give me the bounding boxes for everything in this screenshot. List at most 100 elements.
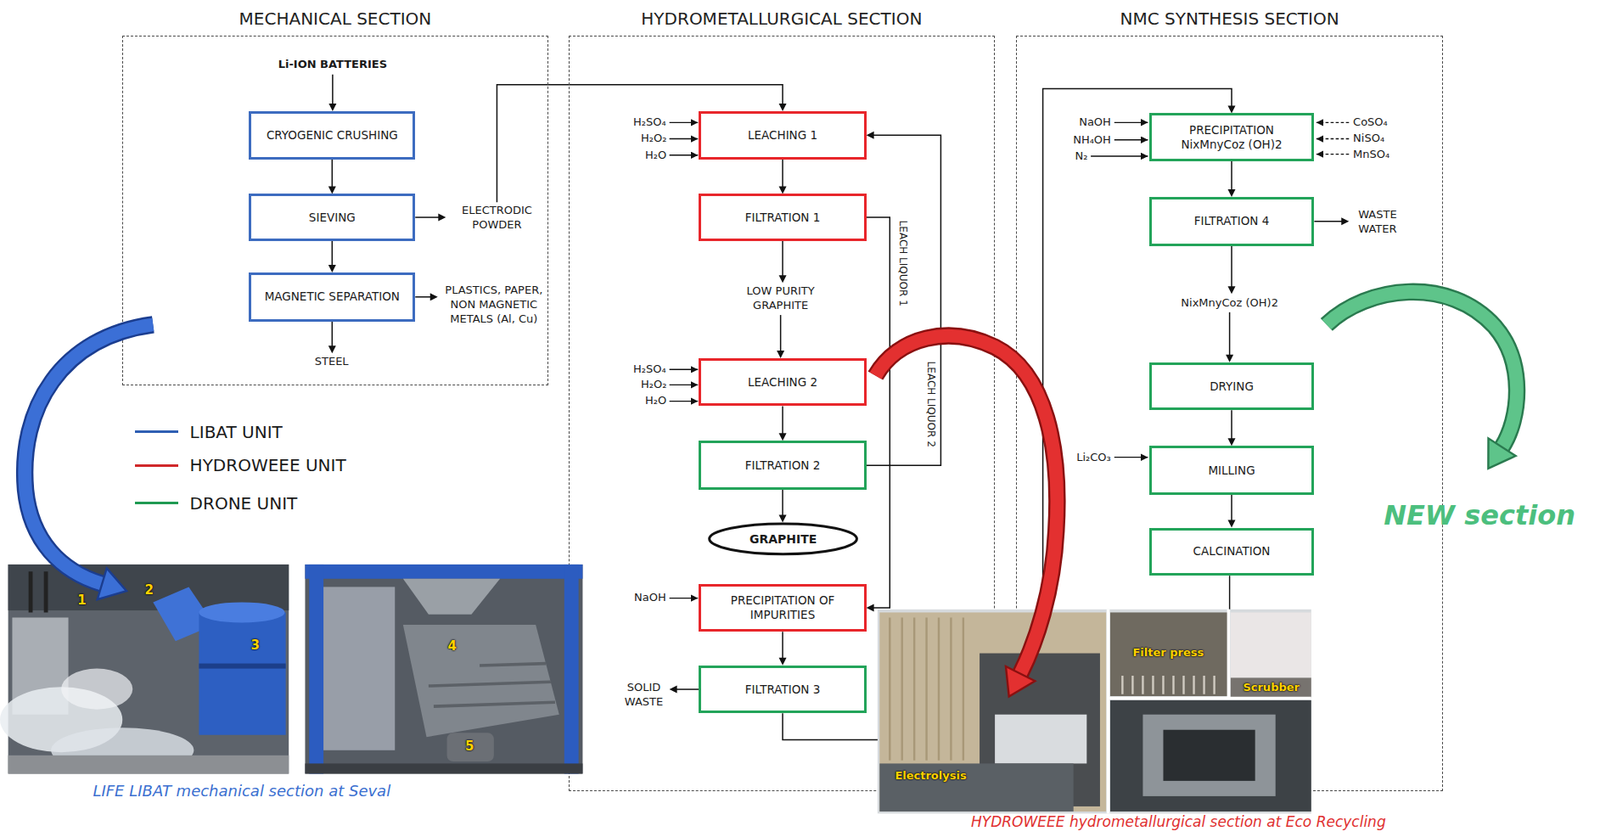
node-text: DRYING: [1209, 379, 1254, 394]
photo-hydroweee-plant: [889, 617, 964, 760]
flow-line: [1229, 312, 1231, 356]
flow-line: [1230, 161, 1233, 191]
reagent-label: H₂SO₄: [633, 115, 667, 130]
arrow-head: [866, 131, 875, 140]
flow-arrow: [328, 159, 337, 195]
flow-line: [1230, 494, 1233, 521]
process-box: DRYING: [1149, 362, 1315, 411]
flow-arrow: [328, 321, 337, 354]
reagent-label: NH₄OH: [1072, 133, 1112, 147]
flow-line: [331, 321, 334, 348]
flow-line: [781, 405, 784, 434]
flow-line: [331, 74, 334, 105]
reagent-label: H₂SO₄: [633, 362, 667, 377]
callout-number: 1: [77, 592, 86, 608]
photo-hydroweee-plant: [877, 609, 1312, 814]
node-text: WASTE WATER: [1348, 207, 1406, 237]
arrow-head: [1228, 286, 1236, 294]
arrow-head: [437, 213, 446, 222]
flow-arrow: [415, 213, 446, 222]
flow-line: [781, 159, 784, 188]
blue-callout-arrow: [24, 324, 153, 600]
flow-arrow: [669, 685, 700, 694]
stream-text: WASTE WATER: [1348, 206, 1406, 239]
section-region: MECHANICAL SECTIONLi-ION BATTERIESCRYOGE…: [122, 35, 548, 386]
reagent-arrows: [669, 369, 699, 371]
legend-text: LIBAT UNIT: [190, 421, 283, 443]
arrow-head: [776, 350, 785, 359]
reagent-arrows: [669, 384, 699, 386]
arrow-head: [779, 432, 787, 441]
photo-libat-sieve: [447, 732, 495, 762]
product-ellipse: GRAPHITE: [707, 522, 859, 556]
flow-arrow: [1228, 161, 1236, 197]
arrow-head: [1228, 437, 1236, 446]
photo-libat-crusher: [198, 663, 286, 669]
process-box: CRYOGENIC CRUSHING: [248, 111, 416, 160]
stream-text: Li-ION BATTERIES: [260, 56, 406, 75]
process-box: PRECIPITATION OF IMPURITIES: [698, 583, 866, 633]
reagent-arrows: [669, 122, 699, 124]
reagent-label: H₂O₂: [640, 377, 667, 392]
arrow-head: [430, 292, 438, 301]
arrow-head: [1228, 520, 1236, 528]
node-text: LEACHING 2: [747, 375, 818, 390]
red-callout-arrow: [875, 336, 1057, 674]
photo-libat-crusher: [8, 755, 290, 775]
node-text: PRECIPITATION OF IMPURITIES: [712, 593, 852, 623]
section-note: NEW section: [1383, 499, 1576, 532]
legend-text: DRONE UNIT: [190, 493, 298, 514]
flow-arrow: [776, 314, 785, 359]
legend-line: [134, 430, 180, 433]
section-heading: HYDROMETALLURGICAL SECTION: [535, 8, 1029, 29]
photo-hydroweee-plant: [1230, 677, 1312, 698]
flow-line: [1313, 220, 1342, 223]
blue-callout-arrow: [97, 567, 127, 600]
reagent-arrows: [669, 400, 699, 402]
flow-line: [676, 688, 700, 691]
photo-hydroweee-plant: [1110, 611, 1228, 697]
photo-libat-sieve: [428, 663, 556, 708]
flow-arrow: [866, 131, 942, 466]
photo-hydroweee-plant: [879, 763, 1073, 812]
flow-arrow: [779, 405, 787, 441]
ellipse-outline: [709, 523, 858, 555]
arrow-head: [328, 103, 337, 112]
edge-label: LEACH LIQUOR 2: [924, 359, 937, 450]
reagent-label: H₂O: [645, 393, 667, 408]
reagent-arrows: [669, 138, 699, 140]
reagent-label: H₂O: [645, 148, 667, 163]
reagent-arrows: [669, 122, 1149, 598]
photo-libat-sieve: [308, 564, 324, 775]
process-box: LEACHING 2: [698, 358, 866, 407]
arrow-head: [328, 185, 337, 194]
dashed-reagent-arrows: [1316, 153, 1349, 155]
legend-line: [134, 464, 180, 467]
photo-hydroweee-plant: [1110, 700, 1312, 812]
flow-arrow: [779, 241, 787, 284]
photo-libat-crusher: [198, 611, 286, 735]
arrow-head: [328, 264, 337, 273]
reagent-label: H₂O₂: [640, 131, 667, 146]
photo-libat-crusher: [198, 601, 285, 623]
photo-hydroweee-plant: [1122, 675, 1214, 695]
node-text: STEEL: [314, 354, 349, 370]
green-callout-arrow: [1326, 291, 1517, 448]
green-callout-arrow: [1326, 291, 1517, 448]
arrow-head: [779, 514, 787, 523]
reagent-label: NaOH: [1078, 115, 1112, 130]
reagent-arrows: [1114, 456, 1149, 458]
reagent-label: MnSO₄: [1352, 147, 1390, 162]
arrow-head: [779, 103, 787, 112]
callout-number: 2: [145, 582, 154, 598]
stream-text: NixMnyCoz (OH)2: [1162, 293, 1296, 313]
arrow-head: [669, 685, 678, 694]
process-box: FILTRATION 4: [1149, 196, 1315, 247]
node-text: SIEVING: [308, 210, 356, 225]
stream-text: STEEL: [306, 353, 358, 371]
legend-text: HYDROWEEE UNIT: [190, 454, 347, 476]
flow-line: [781, 241, 784, 277]
photo-caption: HYDROWEEE hydrometallurgical section at …: [971, 813, 1387, 831]
flow-arrow: [866, 217, 891, 612]
stream-text: PLASTICS, PAPER, NON MAGNETIC METALS (Al…: [437, 269, 551, 341]
